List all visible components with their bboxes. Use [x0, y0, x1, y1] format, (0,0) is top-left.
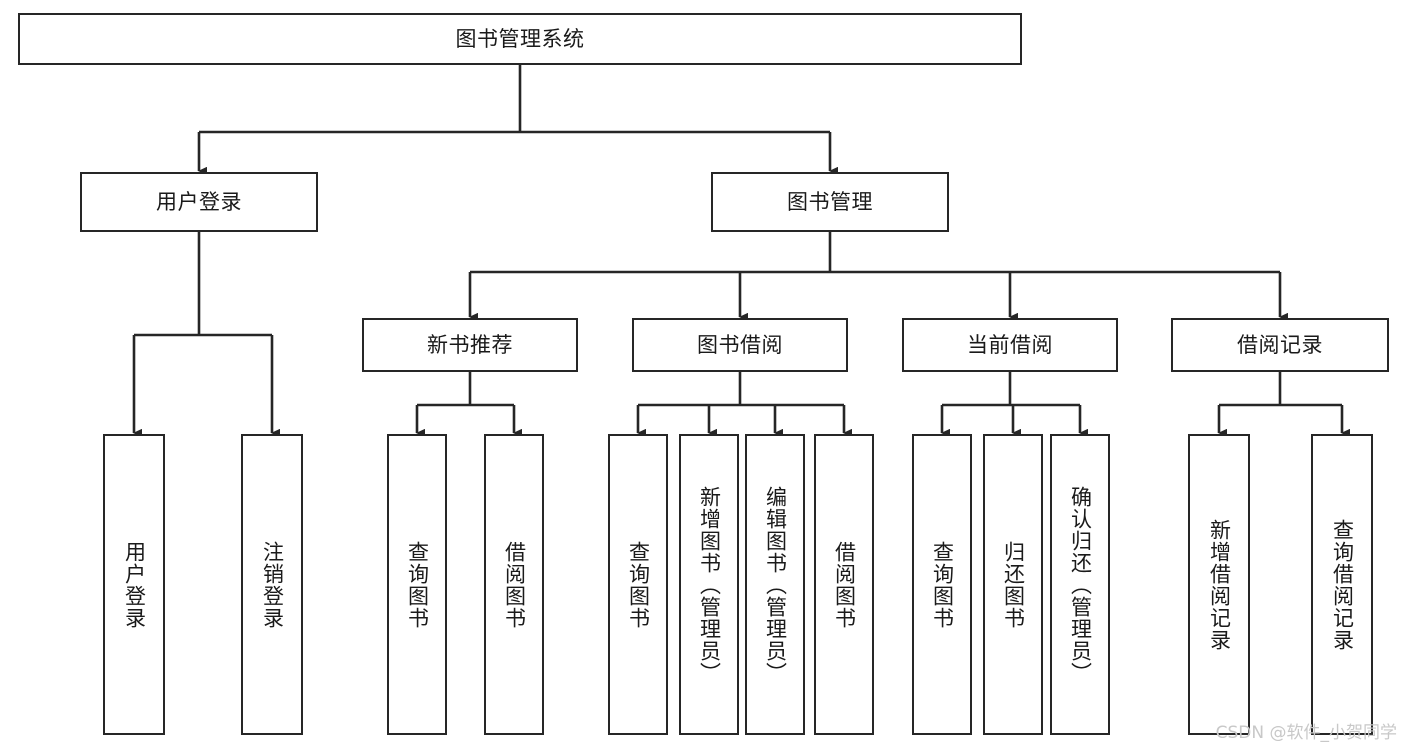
node-label: 注销登录 — [260, 540, 285, 629]
node-label: 查询借阅记录 — [1330, 518, 1355, 651]
node-label: 新增借阅记录 — [1207, 518, 1232, 651]
node-label: 图书借阅 — [697, 332, 783, 357]
node-leaf-borrow-book-2[interactable]: 借阅图书 — [814, 434, 874, 735]
node-label: 确认归还（管理员） — [1068, 485, 1093, 684]
node-label: 编辑图书（管理员） — [763, 485, 788, 684]
node-label: 用户登录 — [122, 540, 147, 629]
node-label: 归还图书 — [1001, 540, 1026, 629]
node-root[interactable]: 图书管理系统 — [18, 13, 1022, 65]
node-book-manage[interactable]: 图书管理 — [711, 172, 949, 232]
node-leaf-add-book[interactable]: 新增图书（管理员） — [679, 434, 739, 735]
node-label: 查询图书 — [626, 540, 651, 629]
node-label: 当前借阅 — [967, 332, 1053, 357]
node-label: 查询图书 — [405, 540, 430, 629]
node-label: 借阅记录 — [1237, 332, 1323, 357]
node-leaf-logout[interactable]: 注销登录 — [241, 434, 303, 735]
node-label: 新书推荐 — [427, 332, 513, 357]
node-leaf-borrow-book-1[interactable]: 借阅图书 — [484, 434, 544, 735]
node-leaf-confirm-return[interactable]: 确认归还（管理员） — [1050, 434, 1110, 735]
node-leaf-add-record[interactable]: 新增借阅记录 — [1188, 434, 1250, 735]
node-label: 图书管理 — [787, 189, 873, 214]
node-leaf-edit-book[interactable]: 编辑图书（管理员） — [745, 434, 805, 735]
node-leaf-query-book-3[interactable]: 查询图书 — [912, 434, 972, 735]
node-user-login[interactable]: 用户登录 — [80, 172, 318, 232]
node-label: 借阅图书 — [832, 540, 857, 629]
node-current-borrow[interactable]: 当前借阅 — [902, 318, 1118, 372]
node-new-book-rec[interactable]: 新书推荐 — [362, 318, 578, 372]
node-label: 借阅图书 — [502, 540, 527, 629]
node-label: 用户登录 — [156, 189, 242, 214]
node-book-borrow[interactable]: 图书借阅 — [632, 318, 848, 372]
node-borrow-record[interactable]: 借阅记录 — [1171, 318, 1389, 372]
node-leaf-query-book-2[interactable]: 查询图书 — [608, 434, 668, 735]
node-leaf-query-record[interactable]: 查询借阅记录 — [1311, 434, 1373, 735]
node-label: 图书管理系统 — [455, 26, 585, 51]
connector-group — [132, 65, 1350, 438]
node-label: 查询图书 — [930, 540, 955, 629]
node-leaf-query-book-1[interactable]: 查询图书 — [387, 434, 447, 735]
node-label: 新增图书（管理员） — [697, 485, 722, 684]
node-leaf-return-book[interactable]: 归还图书 — [983, 434, 1043, 735]
node-leaf-user-login[interactable]: 用户登录 — [103, 434, 165, 735]
